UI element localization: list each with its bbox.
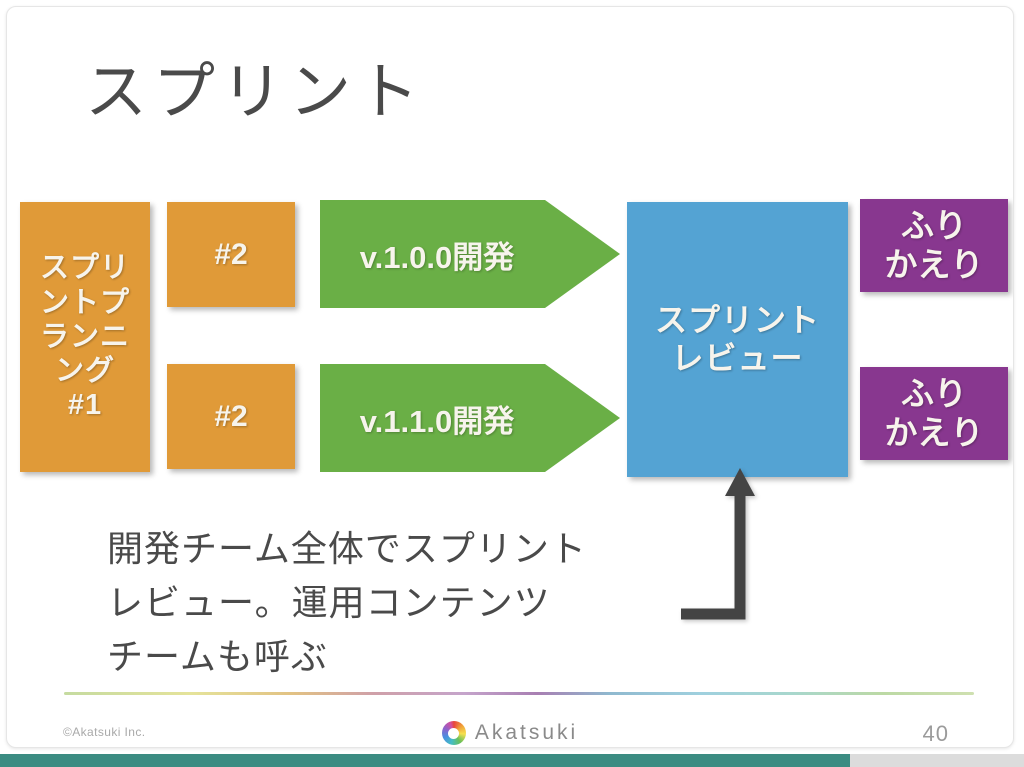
backlog-box-top: #2 xyxy=(167,202,295,307)
sprint-review-label: スプリント レビュー xyxy=(654,301,820,376)
brand-name-label: Akatsuki xyxy=(474,721,579,744)
development-arrow-bottom: v.1.1.0開発 xyxy=(320,364,620,472)
retrospective-box-top: ふり かえり xyxy=(860,199,1008,292)
copyright-text: ©Akatsuki Inc. xyxy=(63,725,146,739)
backlog-box-top-label: #2 xyxy=(214,237,248,271)
presentation-progress-track[interactable] xyxy=(0,754,1024,767)
sprint-planning-box: スプリ ントプ ランニ ング #1 xyxy=(20,202,150,472)
caption-line-2: レビュー。運用コンテンツ xyxy=(107,582,551,623)
akatsuki-ring-icon xyxy=(441,721,466,745)
caption-line-3: チームも呼ぶ xyxy=(107,636,328,677)
development-arrow-top-label: v.1.0.0開発 xyxy=(359,239,515,275)
page-title: スプリント xyxy=(85,58,426,127)
footer-gradient-rule xyxy=(64,692,974,695)
backlog-box-bottom: #2 xyxy=(167,364,295,469)
sprint-planning-label: スプリ ントプ ランニ ング #1 xyxy=(39,252,130,422)
brand-lockup: Akatsuki xyxy=(7,721,1013,745)
caption-line-1: 開発チーム全体でスプリント xyxy=(107,528,587,569)
sprint-review-box: スプリント レビュー xyxy=(627,202,848,477)
retrospective-box-bottom: ふり かえり xyxy=(860,367,1008,460)
retrospective-box-bottom-label: ふり かえり xyxy=(884,374,984,451)
development-arrow-bottom-label: v.1.1.0開発 xyxy=(359,403,515,439)
backlog-box-bottom-label: #2 xyxy=(214,399,248,433)
presentation-progress-fill xyxy=(0,754,850,767)
retrospective-box-top-label: ふり かえり xyxy=(884,206,984,283)
caption-text: 開発チーム全体でスプリント レビュー。運用コンテンツ チームも呼ぶ xyxy=(107,522,707,684)
development-arrow-top: v.1.0.0開発 xyxy=(320,200,620,308)
page-number: 40 xyxy=(922,721,949,746)
slide-card: スプリント スプリ ントプ ランニ ング #1 #2 #2 v.1.0.0開発 … xyxy=(6,6,1014,748)
